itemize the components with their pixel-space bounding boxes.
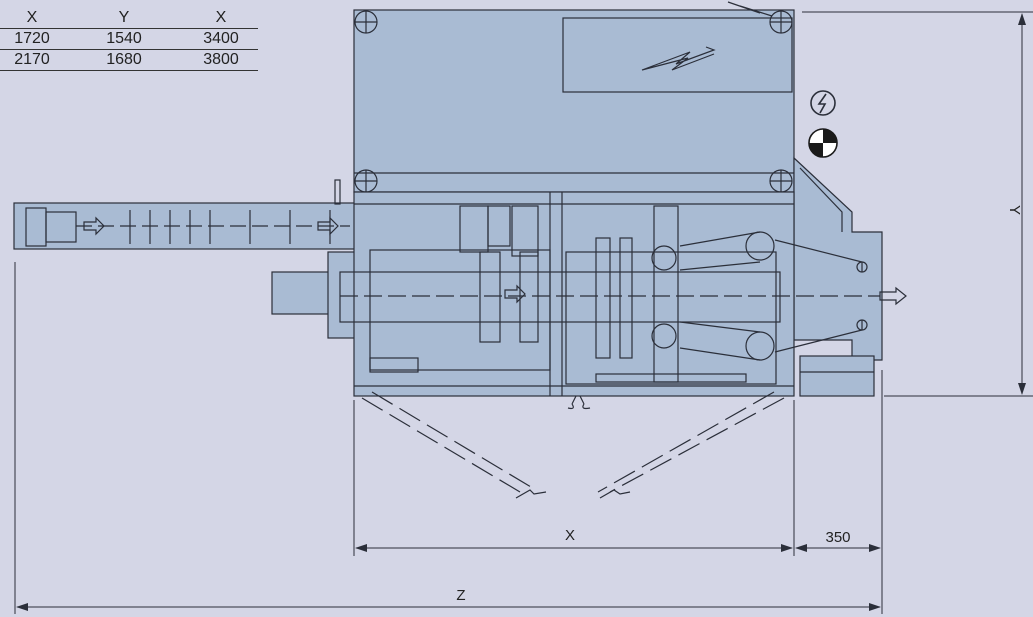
dimension-z-label: Z [456, 587, 465, 604]
discharge-chute [793, 156, 883, 397]
header-x: X [0, 8, 64, 29]
upper-cabinet [353, 1, 795, 193]
cell-x-total: 3800 [184, 49, 258, 71]
cell-x: 2170 [0, 49, 64, 71]
table-row: 1720 1540 3400 [0, 28, 258, 50]
cell-x-total: 3400 [184, 28, 258, 50]
door-swing-indicators [361, 391, 785, 493]
machine-base [271, 191, 907, 397]
dimension-lines [14, 11, 1033, 614]
dimension-x-label: X [565, 527, 575, 544]
table-row: 2170 1680 3800 [0, 49, 258, 71]
header-y: Y [64, 8, 184, 29]
cell-y: 1680 [64, 49, 184, 71]
electrical-connection-icon [810, 90, 836, 116]
cell-x: 1720 [0, 28, 64, 50]
dimension-table: X Y X 1720 1540 3400 2170 1680 3800 [0, 8, 258, 71]
door-handles [515, 395, 631, 499]
dimension-table-header: X Y X [0, 8, 258, 29]
infeed-conveyor [13, 179, 359, 250]
cell-y: 1540 [64, 28, 184, 50]
dimension-offset-label: 350 [825, 529, 850, 546]
center-of-gravity-icon [808, 128, 838, 158]
lightning-symbol [641, 46, 716, 71]
dimension-y-label: Y [1006, 205, 1023, 215]
header-x-total: X [184, 8, 258, 29]
